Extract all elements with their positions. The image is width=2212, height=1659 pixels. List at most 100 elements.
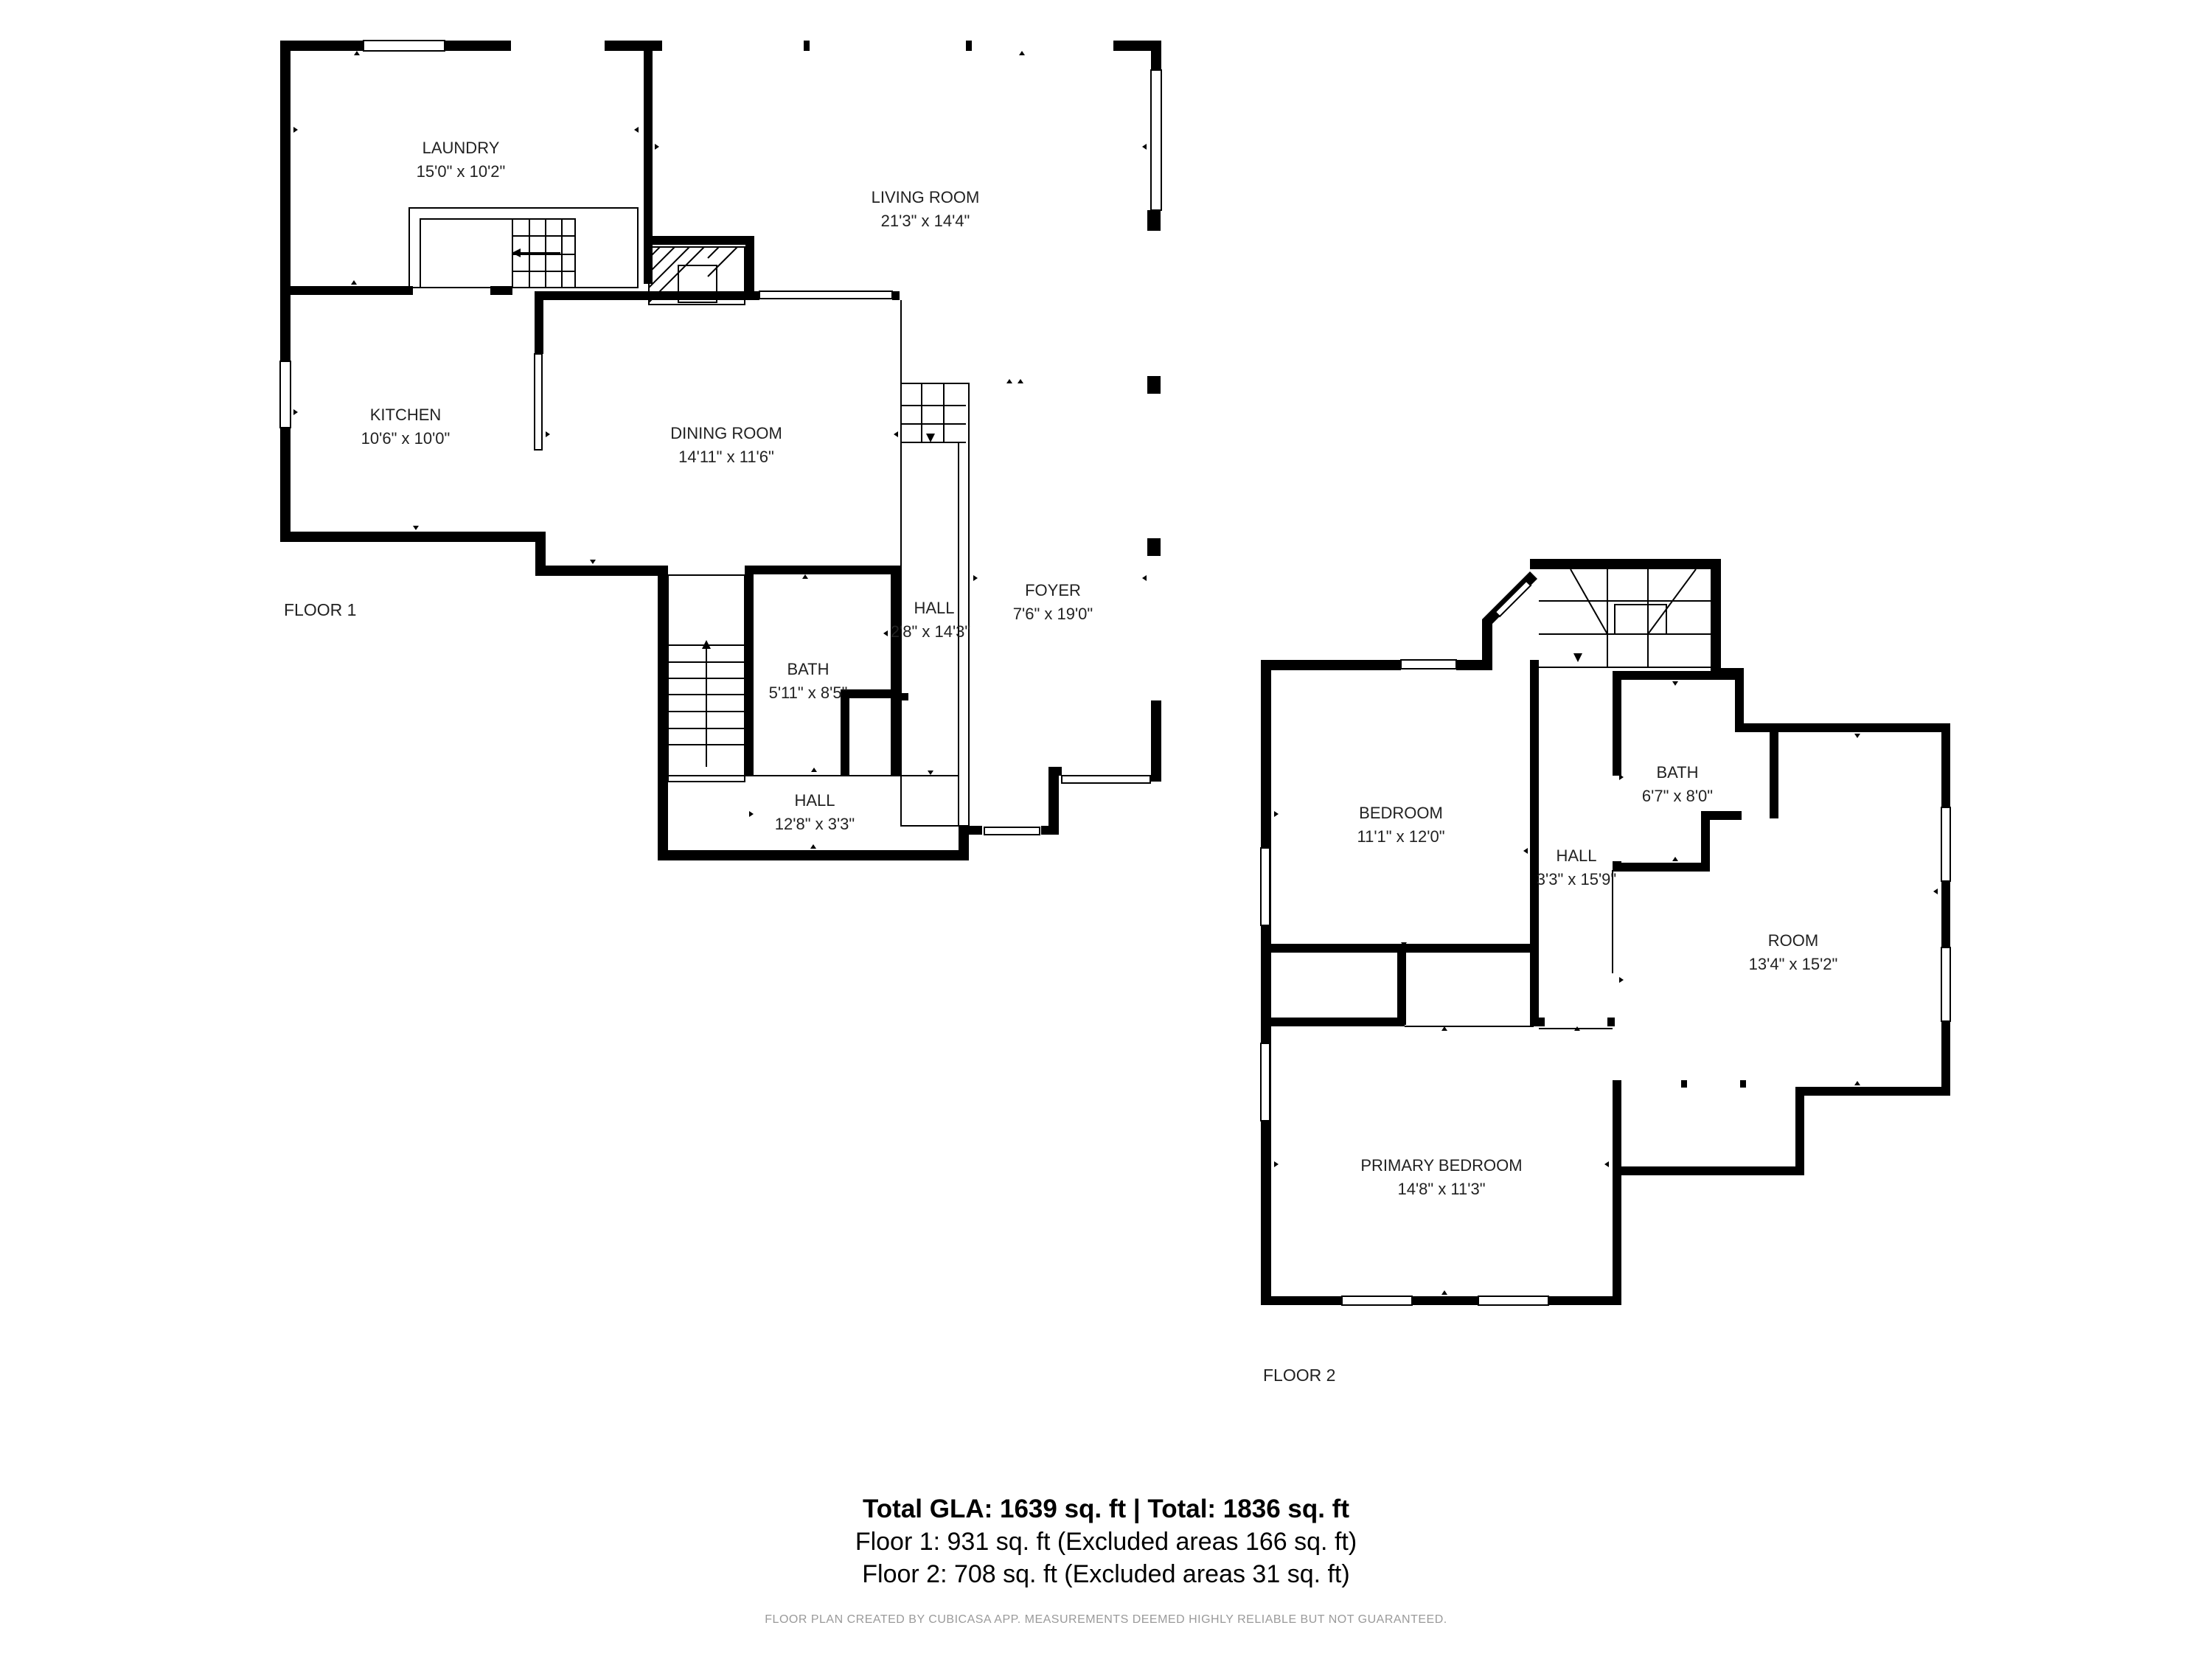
stair-arrow-head bbox=[702, 640, 711, 649]
door-marker bbox=[1854, 1081, 1860, 1085]
wall bbox=[745, 566, 901, 574]
window bbox=[363, 40, 445, 52]
door-marker bbox=[1619, 977, 1624, 983]
wall bbox=[658, 566, 668, 860]
laundry-stair-enclosure bbox=[408, 207, 639, 288]
door-marker bbox=[1274, 811, 1279, 817]
room-dimensions: 6'7" x 8'0" bbox=[1642, 787, 1713, 805]
window bbox=[1061, 775, 1151, 784]
total-area: Total GLA: 1639 sq. ft | Total: 1836 sq.… bbox=[863, 1495, 1349, 1523]
floor-label: FLOOR 2 bbox=[1263, 1366, 1335, 1385]
wall bbox=[841, 689, 849, 776]
room-name: HALL bbox=[914, 599, 954, 617]
wall bbox=[605, 41, 662, 51]
room-dimensions: 5'11" x 8'5" bbox=[769, 684, 848, 702]
wall bbox=[1607, 1018, 1615, 1026]
window bbox=[1494, 580, 1532, 618]
door-marker bbox=[1604, 1161, 1609, 1167]
stair-arrow-head bbox=[1573, 653, 1582, 662]
wall bbox=[745, 566, 754, 776]
room-name: HALL bbox=[794, 791, 835, 810]
window bbox=[1400, 659, 1457, 669]
wall bbox=[804, 41, 810, 51]
wall bbox=[1618, 1166, 1804, 1175]
room-name: BATH bbox=[1656, 763, 1698, 782]
wall bbox=[1701, 811, 1710, 872]
room-name: DINING ROOM bbox=[670, 424, 782, 442]
window bbox=[1150, 69, 1162, 211]
door-marker bbox=[1619, 774, 1624, 780]
wall bbox=[535, 566, 668, 576]
door-marker bbox=[1672, 681, 1678, 686]
wall bbox=[1147, 538, 1161, 556]
fireplace bbox=[648, 246, 745, 305]
wall bbox=[644, 41, 653, 284]
room-dimensions: 10'6" x 10'0" bbox=[361, 429, 451, 448]
wall bbox=[966, 41, 972, 51]
wall bbox=[1795, 1087, 1950, 1096]
wall bbox=[1735, 668, 1744, 731]
wall bbox=[1261, 660, 1401, 670]
wall bbox=[1147, 376, 1161, 394]
room-dimensions: 2'8" x 14'3" bbox=[891, 622, 970, 641]
floor-label: FLOOR 1 bbox=[284, 600, 356, 619]
door-marker bbox=[590, 560, 596, 564]
wall bbox=[1941, 723, 1950, 1096]
wall bbox=[280, 286, 413, 295]
stair-arrow-head bbox=[926, 434, 935, 442]
fireplace-hatch bbox=[648, 246, 738, 303]
room-dimensions: 11'1" x 12'0" bbox=[1357, 827, 1444, 846]
window bbox=[984, 827, 1040, 835]
door-marker bbox=[634, 127, 639, 133]
floor-1-labels: LAUNDRY 15'0" x 10'2" LIVING ROOM 21'3" … bbox=[284, 139, 1093, 833]
wall bbox=[1048, 767, 1059, 835]
wall bbox=[1530, 944, 1539, 1021]
room-dimensions: 7'6" x 19'0" bbox=[1013, 605, 1093, 623]
wall bbox=[1701, 811, 1742, 820]
wall bbox=[280, 532, 546, 542]
window bbox=[1478, 1295, 1549, 1306]
wall bbox=[891, 566, 901, 776]
wall bbox=[1711, 559, 1721, 677]
disclaimer: FLOOR PLAN CREATED BY CUBICASA APP. MEAS… bbox=[765, 1613, 1447, 1626]
wall bbox=[1613, 671, 1621, 776]
wall bbox=[1268, 1018, 1405, 1026]
door-marker bbox=[928, 771, 933, 775]
wall bbox=[1456, 660, 1486, 670]
room-dimensions: 21'3" x 14'4" bbox=[881, 212, 970, 230]
wall bbox=[1530, 1018, 1545, 1026]
door-marker bbox=[354, 51, 360, 55]
floor-2-stairs bbox=[1539, 568, 1711, 667]
wall bbox=[1613, 1080, 1621, 1089]
wall bbox=[1482, 619, 1492, 670]
wall bbox=[1048, 767, 1062, 776]
door-marker bbox=[1854, 734, 1860, 738]
wall bbox=[1613, 863, 1710, 872]
room-name: FOYER bbox=[1025, 581, 1081, 599]
room-name: HALL bbox=[1556, 846, 1596, 865]
wall bbox=[535, 295, 543, 354]
area-summary: Total GLA: 1639 sq. ft | Total: 1836 sq.… bbox=[0, 1493, 2212, 1590]
door-marker bbox=[1142, 575, 1147, 581]
wall bbox=[1147, 210, 1161, 231]
floor-1-plan bbox=[279, 40, 1162, 860]
door-marker bbox=[546, 431, 550, 437]
door-marker bbox=[749, 811, 754, 817]
floor-2-area: Floor 2: 708 sq. ft (Excluded areas 31 s… bbox=[862, 1560, 1350, 1588]
room-dimensions: 3'3" x 15'9" bbox=[1537, 870, 1616, 888]
window bbox=[1941, 947, 1951, 1022]
hall-stairs bbox=[901, 383, 966, 443]
room-dimensions: 14'11" x 11'6" bbox=[678, 448, 774, 466]
wall bbox=[1530, 660, 1539, 1014]
window bbox=[1260, 847, 1270, 926]
wall bbox=[1770, 730, 1778, 818]
laundry-stair-inner bbox=[420, 218, 576, 288]
wall bbox=[1151, 41, 1161, 70]
wall bbox=[644, 236, 754, 245]
door-marker bbox=[1018, 379, 1023, 383]
floor-2-plan bbox=[1260, 559, 1951, 1306]
wall bbox=[959, 826, 982, 835]
wall bbox=[1735, 723, 1950, 732]
door-marker bbox=[1401, 949, 1407, 953]
